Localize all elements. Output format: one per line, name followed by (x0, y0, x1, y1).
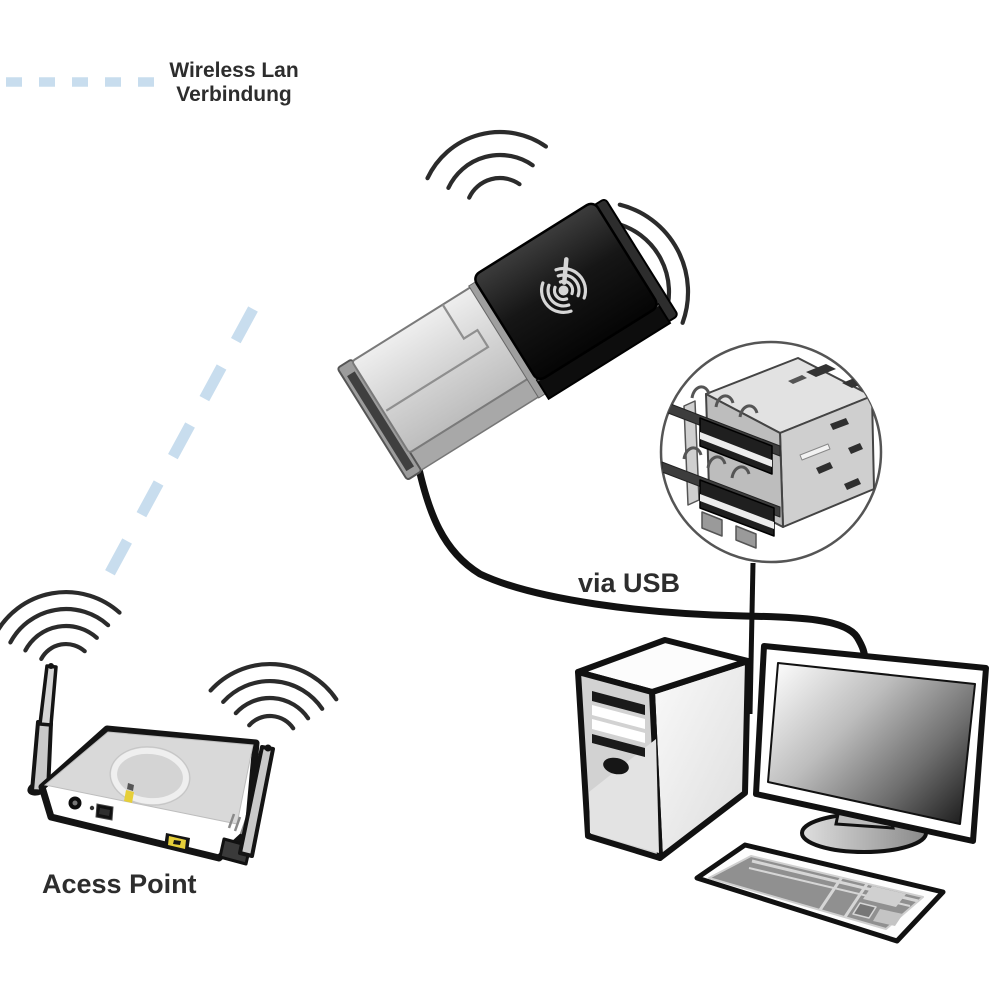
tower-power-button (603, 757, 629, 775)
keyboard-divider-1 (818, 876, 844, 911)
via-usb-label: via USB (578, 568, 680, 598)
access-point-led (124, 790, 134, 803)
keyboard-divider-2 (843, 883, 869, 918)
access-point-label: Acess Point (42, 869, 197, 899)
access-point-power-jack-pin (72, 800, 78, 806)
tower-side-panel (649, 658, 751, 861)
usb-wlan-adapter-icon (337, 198, 678, 480)
tower-drive-slot-4 (592, 734, 645, 757)
desktop-pc-icon (575, 637, 989, 944)
access-point-antenna-left (27, 663, 58, 796)
adapter-shell-seam (385, 304, 490, 412)
tower-case (575, 637, 751, 861)
legend: Wireless Lan Verbindung (6, 59, 299, 106)
adapter-waves-left-icon (425, 129, 548, 200)
access-point-waves-right-icon (208, 661, 339, 731)
access-point-ethernet-port-inner (99, 808, 110, 816)
legend-label-line2: Verbindung (176, 83, 292, 106)
wifi-antenna-logo-icon (539, 257, 588, 314)
access-point-led-housing (127, 783, 134, 791)
access-point-emblem-ring (109, 746, 191, 806)
detail-leader-line (747, 562, 756, 715)
keyboard-key-block-1 (852, 902, 877, 919)
legend-label-line1: Wireless Lan (169, 59, 298, 82)
access-point-icon (27, 663, 275, 866)
adapter-usb-plug-opening (347, 371, 415, 472)
wireless-link-dashed-line (101, 306, 258, 583)
tower-drive-slot-2 (592, 705, 645, 729)
tower-drive-slot-1 (592, 691, 645, 715)
access-point-lan-port-notch (173, 840, 181, 845)
access-point-antenna-right (218, 744, 275, 866)
usb-cable (412, 451, 869, 666)
keyboard-key-block-2 (873, 909, 903, 926)
tower-front-sheen (589, 739, 659, 853)
keyboard (694, 842, 946, 944)
usb-port-connector-icon (661, 357, 875, 549)
monitor (753, 643, 989, 844)
access-point-waves-left-icon (0, 589, 122, 661)
usb-port-detail (659, 340, 883, 564)
access-point-reset-dot (89, 805, 95, 811)
monitor-screen (767, 662, 976, 825)
tower-drive-slot-3 (592, 719, 645, 743)
keyboard-numpad-block (863, 886, 906, 907)
